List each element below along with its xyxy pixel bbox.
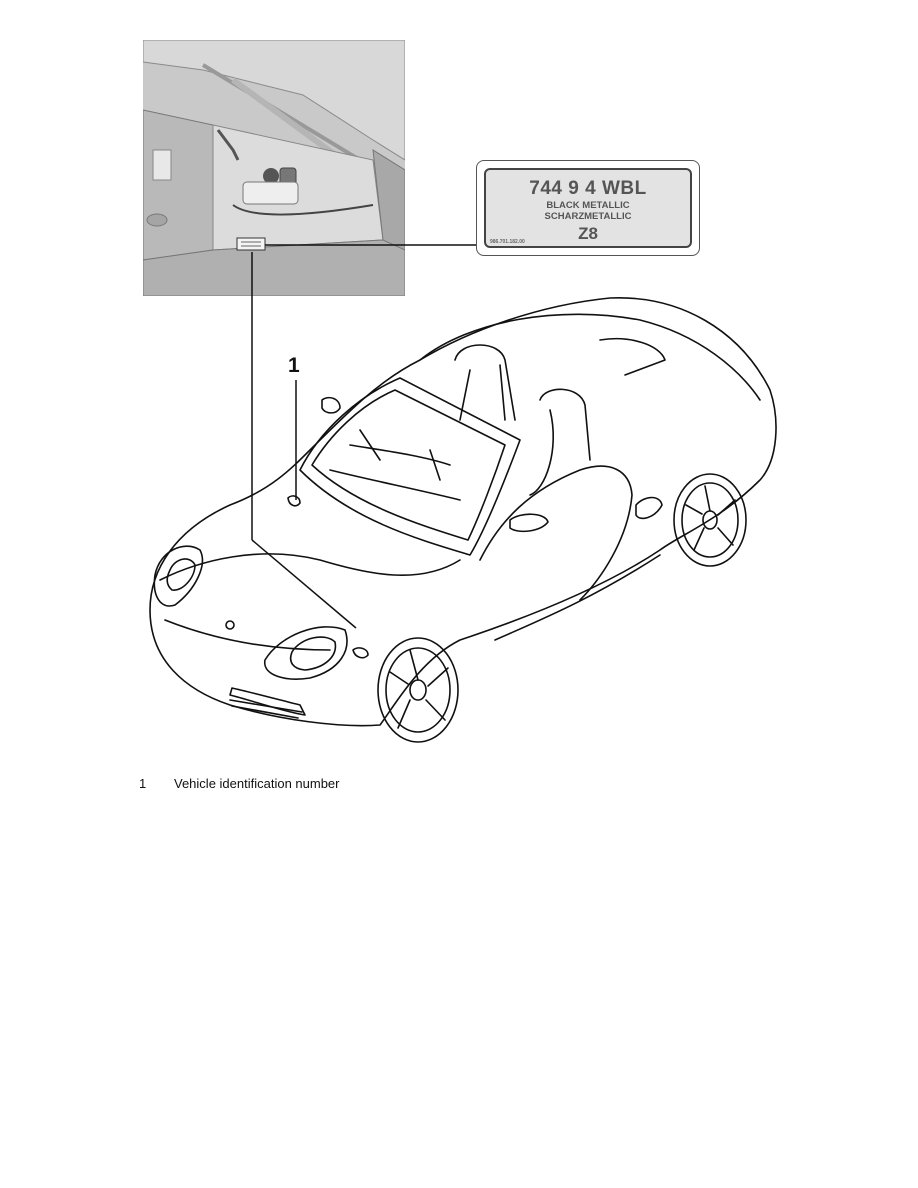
legend-item-text: Vehicle identification number	[174, 776, 340, 791]
label-part-number: 986.701.182.00	[490, 239, 525, 245]
paint-name-de: SCHARZMETALLIC	[544, 211, 632, 222]
inset-trunk-photo	[143, 40, 405, 296]
interior-code: Z8	[578, 224, 598, 243]
legend-item-number: 1	[139, 776, 147, 791]
callout-1: 1	[288, 354, 300, 377]
car-line-drawing	[149, 297, 777, 743]
legend-item: 1 Vehicle identification number	[139, 776, 340, 791]
illustration: 744 9 4 WBL BLACK METALLIC SCHARZMETALLI…	[143, 40, 777, 743]
paint-code: 744 9 4 WBL	[529, 178, 647, 199]
paint-name-en: BLACK METALLIC	[546, 200, 630, 211]
trunk-interior-drawing	[143, 40, 405, 296]
paint-code-label: 744 9 4 WBL BLACK METALLIC SCHARZMETALLI…	[476, 160, 700, 256]
legend: 1 Vehicle identification number	[139, 776, 340, 791]
